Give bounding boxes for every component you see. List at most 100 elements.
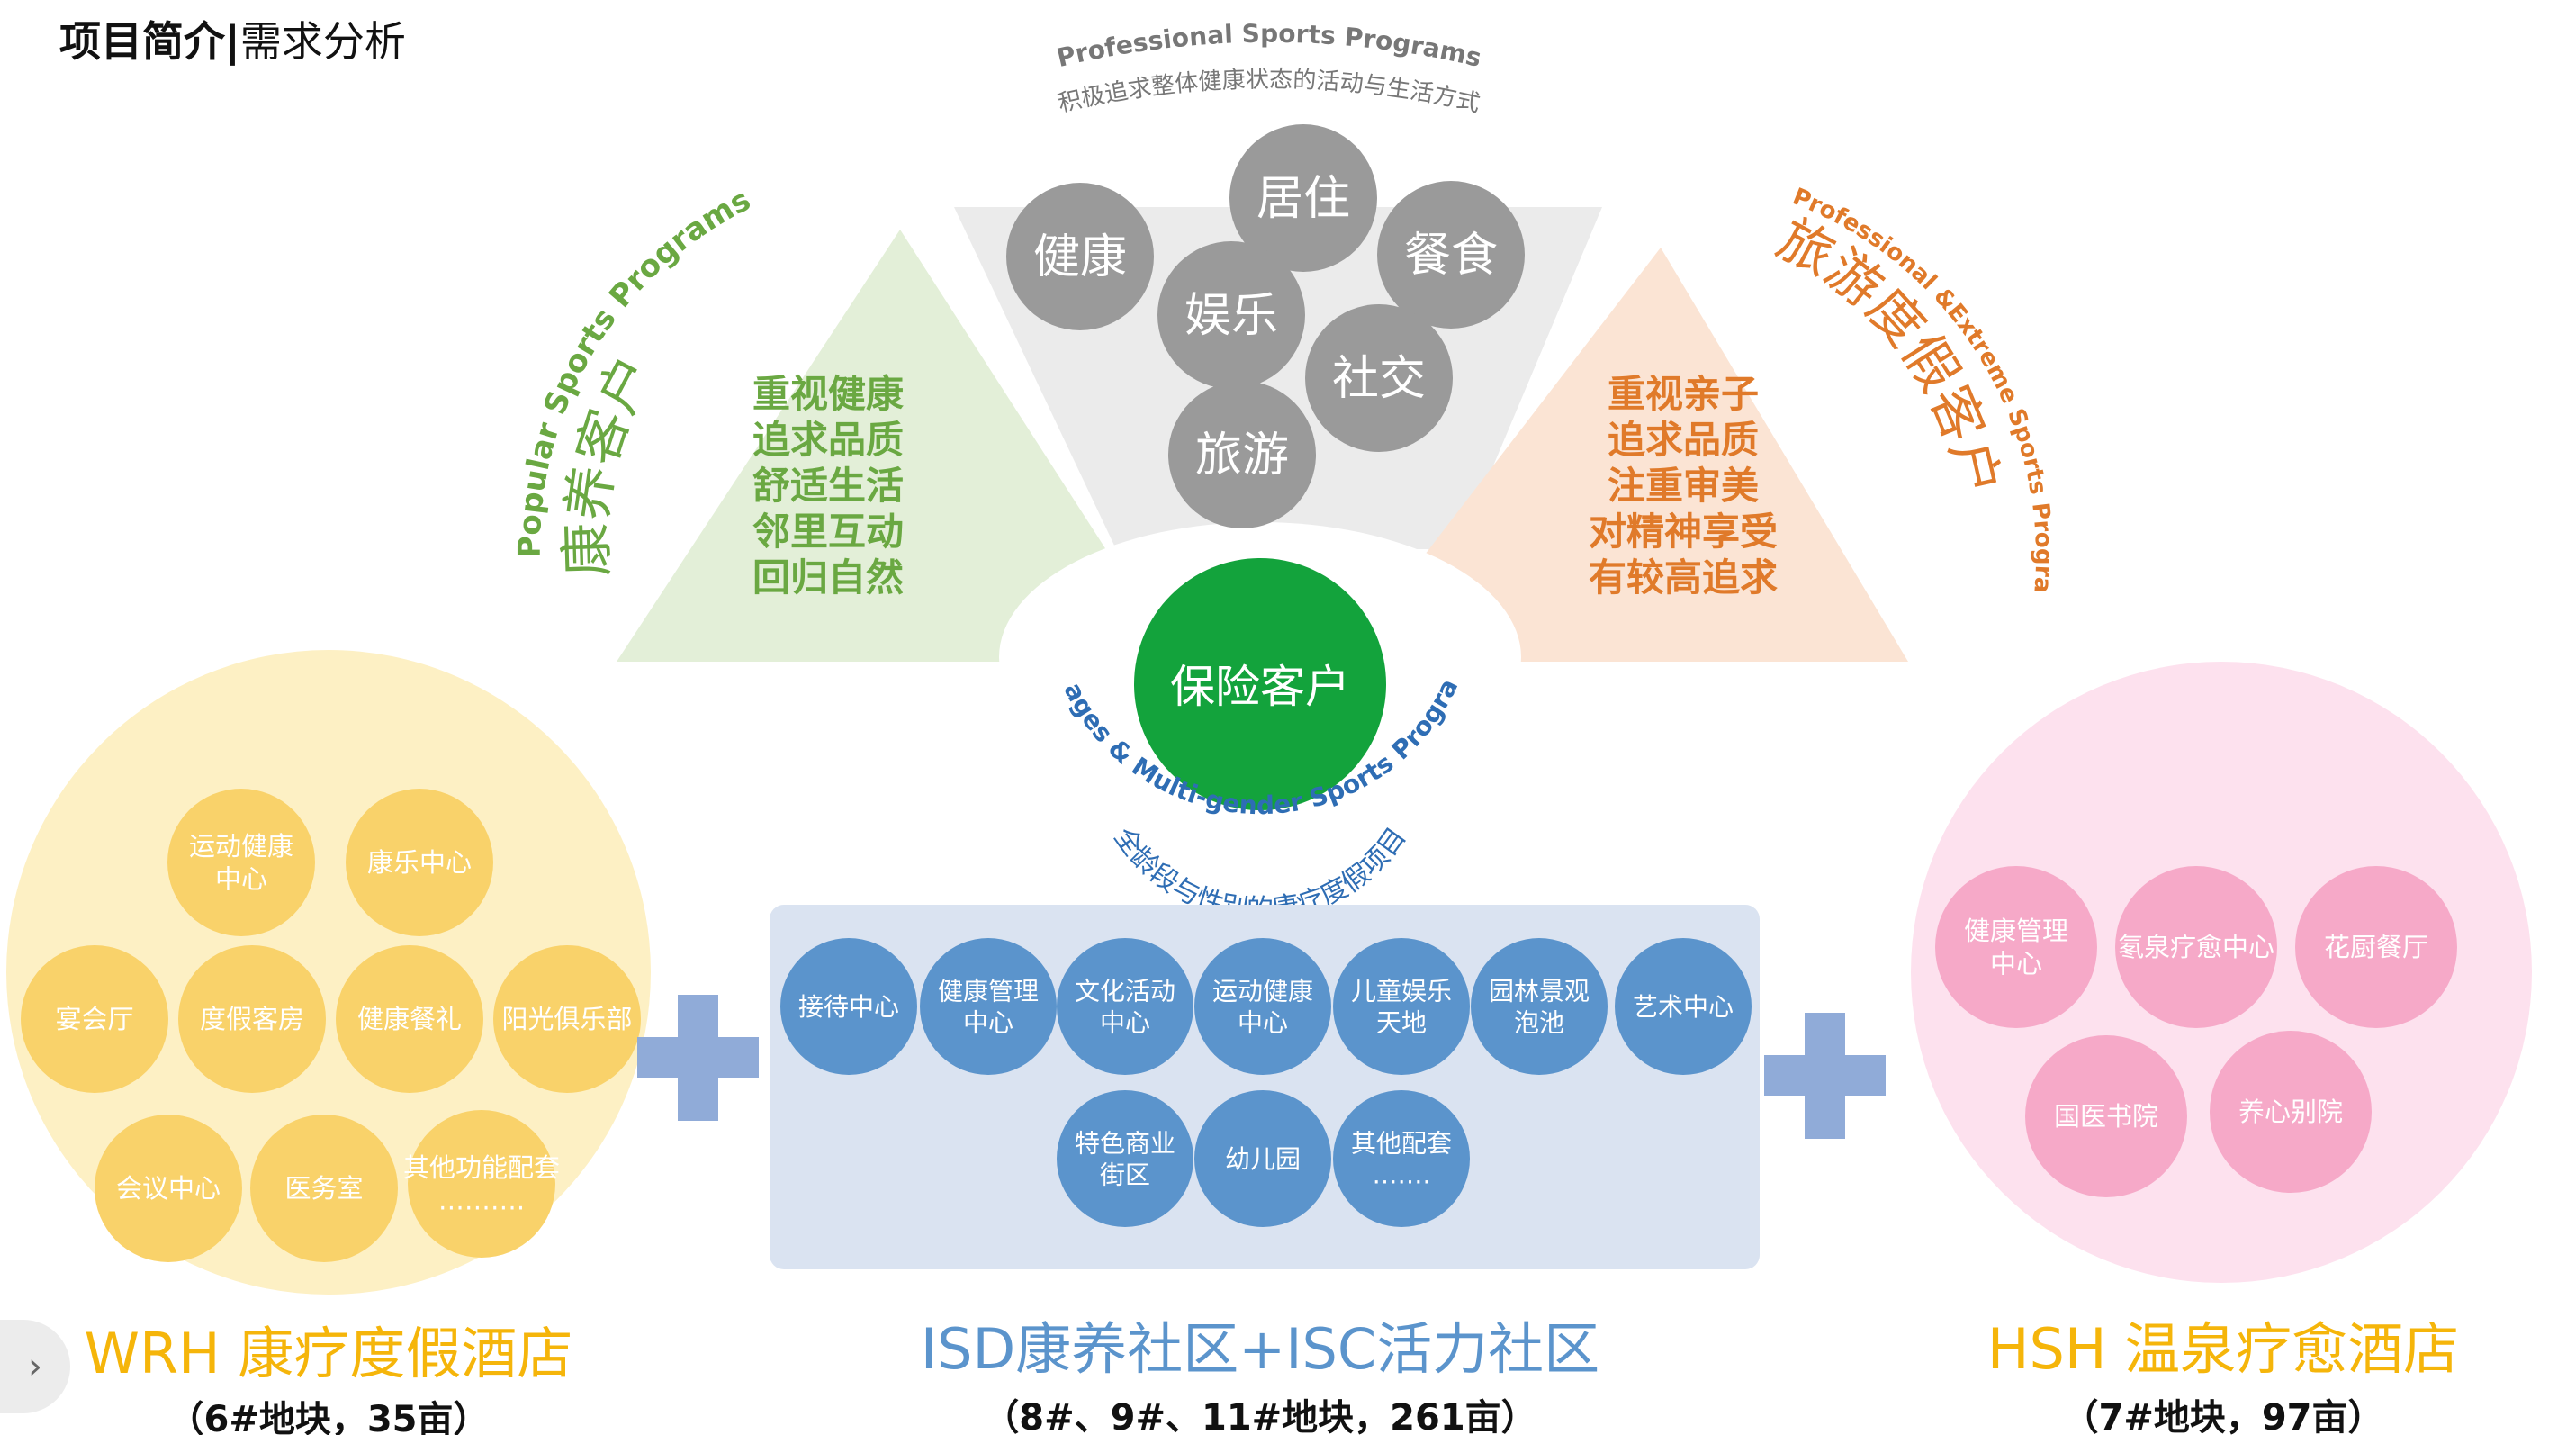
- professional-bubble-label: 社交: [1332, 352, 1426, 406]
- wrh-bubble-circle: [167, 789, 315, 936]
- isd-bubble-label: 中心: [1238, 1007, 1288, 1037]
- wrh-bubble-label: 中心: [215, 863, 267, 894]
- isd-bubble-label: 接待中心: [798, 992, 899, 1022]
- isd-bubble: 幼儿园: [1194, 1090, 1331, 1227]
- wrh-bubble: 医务室: [250, 1115, 398, 1262]
- plus-icon: [1764, 1013, 1886, 1139]
- hsh-subtitle: （7#地块，97亩）: [2062, 1397, 2383, 1435]
- wrh-bubble-circle: [21, 945, 168, 1093]
- professional-bubble-label: 旅游: [1195, 429, 1289, 483]
- isd-bubble-label: 特色商业: [1075, 1128, 1175, 1158]
- popular-sector: [617, 230, 1112, 662]
- professional-bubble: 居住: [1229, 124, 1377, 272]
- professional-bubble: 娱乐: [1157, 241, 1305, 389]
- travel-need-item: 有较高追求: [1589, 555, 1778, 600]
- travel-need-item: 重视亲子: [1608, 372, 1759, 416]
- isd-bubble: 接待中心: [780, 938, 917, 1075]
- professional-bubble-label: 娱乐: [1184, 289, 1278, 343]
- plus-icon: [637, 995, 759, 1121]
- isd-bubble-label: 中心: [1100, 1007, 1150, 1037]
- wrh-title: WRH 康疗度假酒店: [85, 1321, 573, 1386]
- professional-bubble-circle: [1377, 181, 1525, 329]
- hsh-bubble: 国医书院: [2025, 1035, 2187, 1197]
- wrh-bubble-label: 运动健康: [189, 831, 293, 862]
- title-separator: |: [225, 17, 240, 67]
- isd-bubble-label: 中心: [963, 1007, 1013, 1037]
- hsh-bubble-circle: [2115, 866, 2277, 1028]
- svg-text:项目简介|需求分析: 项目简介|需求分析: [59, 17, 406, 67]
- insurance-circle: [1134, 558, 1386, 810]
- wrh-bubble-circle: [95, 1115, 242, 1262]
- isd-bubbles: 接待中心健康管理中心文化活动中心运动健康中心儿童娱乐天地园林景观泡池艺术中心特色…: [780, 938, 1752, 1227]
- isd-bubble-circle: [1057, 1090, 1193, 1227]
- isd-bubble-label: 天地: [1376, 1007, 1427, 1037]
- hsh-bubble-label: 花厨餐厅: [2324, 932, 2428, 962]
- wrh-bubble-circle: [493, 945, 641, 1093]
- wrh-bubble-label: 宴会厅: [55, 1004, 133, 1034]
- wrh-bubble: 健康餐礼: [336, 945, 483, 1093]
- wrh-bubble-label: 会议中心: [116, 1173, 221, 1204]
- isd-bubble-label: 幼儿园: [1225, 1144, 1301, 1174]
- hsh-bubble-label: 中心: [1990, 948, 2042, 979]
- hsh-bubble-label: 养心别院: [2238, 1097, 2343, 1127]
- travel-sector: [1422, 248, 1908, 662]
- hsh-bubble-label: 健康管理: [1964, 916, 2068, 946]
- wrh-bubble: 会议中心: [95, 1115, 242, 1262]
- isd-bubble-label: 文化活动: [1075, 976, 1175, 1006]
- professional-bubble-circle: [1229, 124, 1377, 272]
- isd-bubble-circle: [1194, 1090, 1331, 1227]
- isd-bubble-label: 园林景观: [1489, 976, 1590, 1006]
- isd-subtitle: （8#、9#、11#地块，261亩）: [983, 1397, 1536, 1435]
- isd-bubble-label: 其他配套: [1351, 1128, 1452, 1158]
- wrh-bubble: 宴会厅: [21, 945, 168, 1093]
- isd-bubble-label: 街区: [1100, 1160, 1150, 1189]
- page-subtitle: 需求分析: [240, 17, 406, 66]
- hsh-bubble-circle: [1935, 866, 2097, 1028]
- hsh-bubble-label: 国医书院: [2054, 1101, 2158, 1132]
- travel-need-item: 注重审美: [1608, 464, 1759, 508]
- wrh-bubble-label: 医务室: [284, 1173, 363, 1204]
- professional-bubble-circle: [1157, 241, 1305, 389]
- isd-bubble-label: 健康管理: [938, 976, 1039, 1006]
- hsh-bubble-label: 氡泉疗愈中心: [2118, 932, 2274, 962]
- popular-need-item: 重视健康: [752, 372, 904, 416]
- isd-bubble-label: …….: [1373, 1160, 1431, 1189]
- professional-bubble-label: 居住: [1256, 172, 1350, 226]
- wrh-bubble: 度假客房: [178, 945, 326, 1093]
- travel-need-item: 追求品质: [1608, 418, 1759, 462]
- professional-en-label: Professional Sports Programs: [1054, 19, 1484, 73]
- professional-bubble-circle: [1305, 304, 1453, 452]
- professional-bubble-circle: [1168, 381, 1316, 528]
- hsh-bubble: 花厨餐厅: [2295, 866, 2457, 1028]
- popular-need-item: 邻里互动: [752, 510, 904, 554]
- hsh-bubble-circle: [2025, 1035, 2187, 1197]
- isd-bubble-circle: [1333, 938, 1470, 1075]
- hsh-title: HSH 温泉疗愈酒店: [1987, 1316, 2459, 1382]
- isd-bubble-label: 运动健康: [1212, 976, 1313, 1006]
- wrh-bubble: 康乐中心: [346, 789, 493, 936]
- isd-bubble-label: 艺术中心: [1633, 992, 1734, 1022]
- hsh-bubbles: 健康管理中心氡泉疗愈中心花厨餐厅国医书院养心别院: [1935, 866, 2457, 1197]
- hsh-bubble: 氡泉疗愈中心: [2115, 866, 2277, 1028]
- wrh-subtitle: （6#地块，35亩）: [167, 1399, 489, 1435]
- isd-bubble-circle: [1615, 938, 1752, 1075]
- isd-bubble-circle: [1194, 938, 1331, 1075]
- isd-bubble-circle: [1057, 938, 1193, 1075]
- professional-bubble-label: 餐食: [1404, 229, 1498, 283]
- wrh-bubble-label: 度假客房: [200, 1004, 304, 1034]
- isd-bubble-label: 儿童娱乐: [1351, 976, 1452, 1006]
- isd-bubble-label: 泡池: [1514, 1007, 1564, 1037]
- wrh-bubble-circle: [346, 789, 493, 936]
- professional-bubble-label: 健康: [1033, 230, 1127, 284]
- wrh-bubble-label: 健康餐礼: [357, 1004, 462, 1034]
- wrh-bubble-circle: [408, 1110, 555, 1258]
